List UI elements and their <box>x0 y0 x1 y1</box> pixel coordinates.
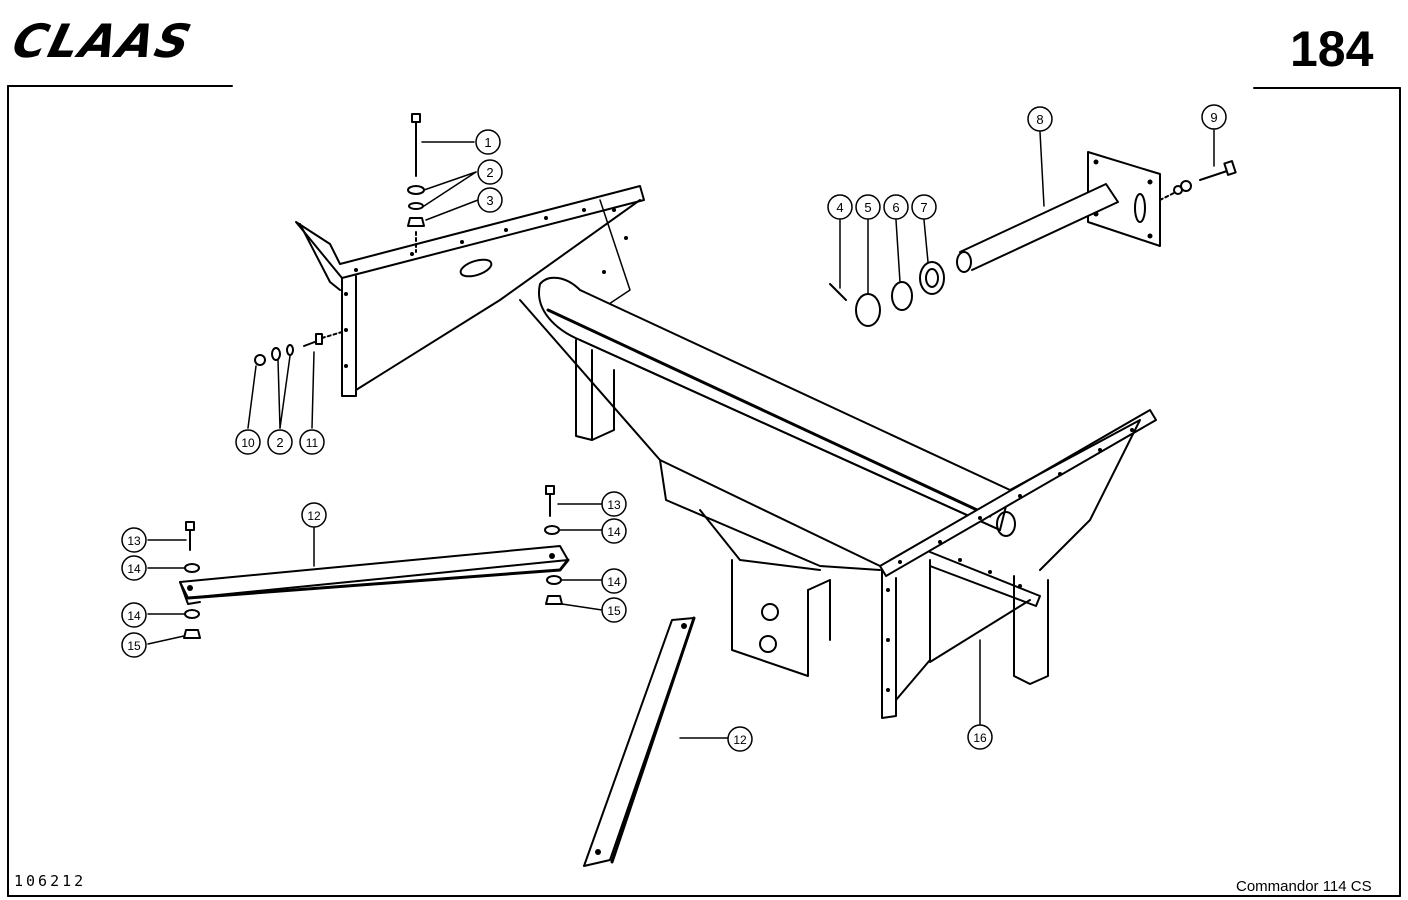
callout-15 <box>121 632 147 658</box>
callout-4 <box>827 194 853 220</box>
right-bracket-holes <box>886 428 1134 692</box>
beam-end-hole <box>996 511 1016 537</box>
callout-15b <box>601 597 627 623</box>
bearing <box>919 261 945 295</box>
callout-6 <box>883 194 909 220</box>
callout-label: 10 <box>241 436 255 450</box>
callout-label: 14 <box>607 575 621 589</box>
left-support-leg <box>575 339 615 441</box>
callout-7 <box>911 194 937 220</box>
callout-3 <box>477 187 503 213</box>
callout-label: 5 <box>864 200 871 215</box>
callout-label: 14 <box>127 609 141 623</box>
brand-logo: CLAAS <box>7 14 199 68</box>
document-id: 106212 <box>14 872 87 890</box>
callout-14d <box>601 568 627 594</box>
callout-8 <box>1027 106 1053 132</box>
center-housing <box>731 559 831 677</box>
callout-label: 12 <box>733 733 747 747</box>
callout-label: 14 <box>127 562 141 576</box>
callout-label: 2 <box>276 435 283 450</box>
callout-12b <box>727 726 753 752</box>
callout-2b <box>267 429 293 455</box>
main-axle-beam <box>519 276 1011 571</box>
callout-label: 14 <box>607 525 621 539</box>
bearing-parts <box>829 261 945 327</box>
callout-label: 15 <box>127 639 141 653</box>
washer <box>891 281 913 311</box>
housing-hole-lower <box>759 635 777 653</box>
callout-label: 2 <box>486 165 493 180</box>
callout-10 <box>235 429 261 455</box>
callout-label: 13 <box>607 498 621 512</box>
bolt-stack-left <box>254 331 343 366</box>
callout-9 <box>1201 104 1227 130</box>
callout-label: 8 <box>1036 112 1043 127</box>
model-name: Commandor 114 CS <box>1236 878 1372 895</box>
bolt-stack-top <box>407 113 425 253</box>
callout-5 <box>855 194 881 220</box>
callout-14b <box>601 518 627 544</box>
frame-border <box>7 85 1401 897</box>
callout-11 <box>299 429 325 455</box>
leader-lines <box>147 129 1215 739</box>
callout-label: 13 <box>127 534 141 548</box>
callout-13b <box>601 491 627 517</box>
callout-14 <box>121 555 147 581</box>
callout-label: 4 <box>836 200 843 215</box>
callout-circles <box>121 104 1227 752</box>
castle-nut <box>855 293 881 327</box>
slot-hole <box>459 258 493 278</box>
callout-label: 6 <box>892 200 899 215</box>
callout-label: 15 <box>607 604 621 618</box>
callout-label: 16 <box>973 731 987 745</box>
left-side-bracket <box>295 185 645 397</box>
callout-label: 3 <box>486 193 493 208</box>
callout-14c <box>121 602 147 628</box>
bracket-holes <box>344 208 628 368</box>
callout-12 <box>301 502 327 528</box>
callout-label: 9 <box>1210 110 1217 125</box>
bolt-9 <box>1159 160 1237 201</box>
callout-2 <box>477 159 503 185</box>
callout-label: 1 <box>484 135 491 150</box>
strut-diagonal <box>583 616 696 867</box>
callout-label: 7 <box>920 200 927 215</box>
callout-1 <box>475 129 501 155</box>
right-side-bracket <box>879 409 1157 719</box>
strut-horizontal <box>179 485 570 639</box>
callout-13 <box>121 527 147 553</box>
callout-label: 12 <box>307 509 321 523</box>
axle-shaft <box>956 151 1161 273</box>
callout-label: 11 <box>306 436 319 450</box>
callout-labels: 1 2 3 4 5 6 7 8 9 10 2 11 12 13 14 13 14… <box>127 110 1217 747</box>
page-number: 184 <box>1290 21 1374 77</box>
split-pin <box>829 283 847 301</box>
callout-16 <box>967 724 993 750</box>
housing-hole-upper <box>761 603 779 621</box>
